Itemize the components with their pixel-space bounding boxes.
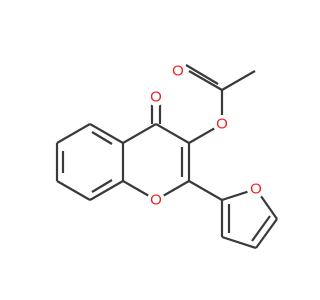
- ketone-oxygen-label: O: [150, 89, 162, 106]
- label-backing: [147, 191, 165, 209]
- bond: [122, 123, 157, 144]
- bond-inner: [91, 179, 113, 193]
- furan-oxygen-label: O: [250, 181, 262, 198]
- label-backing: [213, 115, 231, 133]
- bond: [221, 70, 256, 91]
- bond: [56, 123, 91, 144]
- carbonyl-oxygen-label: O: [172, 63, 184, 80]
- bond: [89, 180, 124, 201]
- bond-inner: [91, 131, 113, 145]
- ring-oxygen-label: O: [150, 192, 162, 209]
- bond-inner: [251, 215, 271, 242]
- bond: [56, 180, 91, 201]
- label-backing: [169, 62, 187, 80]
- bonds: [55, 64, 278, 250]
- label-backing: [247, 180, 265, 198]
- bond: [188, 180, 223, 201]
- ester-oxygen-label: O: [216, 116, 228, 133]
- bond: [221, 235, 257, 250]
- bond: [89, 123, 124, 144]
- bond: [155, 123, 190, 144]
- bond: [188, 70, 223, 91]
- bond: [255, 218, 278, 249]
- bond: [185, 64, 219, 85]
- label-backing: [147, 88, 165, 106]
- atom-labels: O O O O O: [147, 62, 265, 209]
- molecule-structure-diagram: O O O O O: [55, 62, 278, 250]
